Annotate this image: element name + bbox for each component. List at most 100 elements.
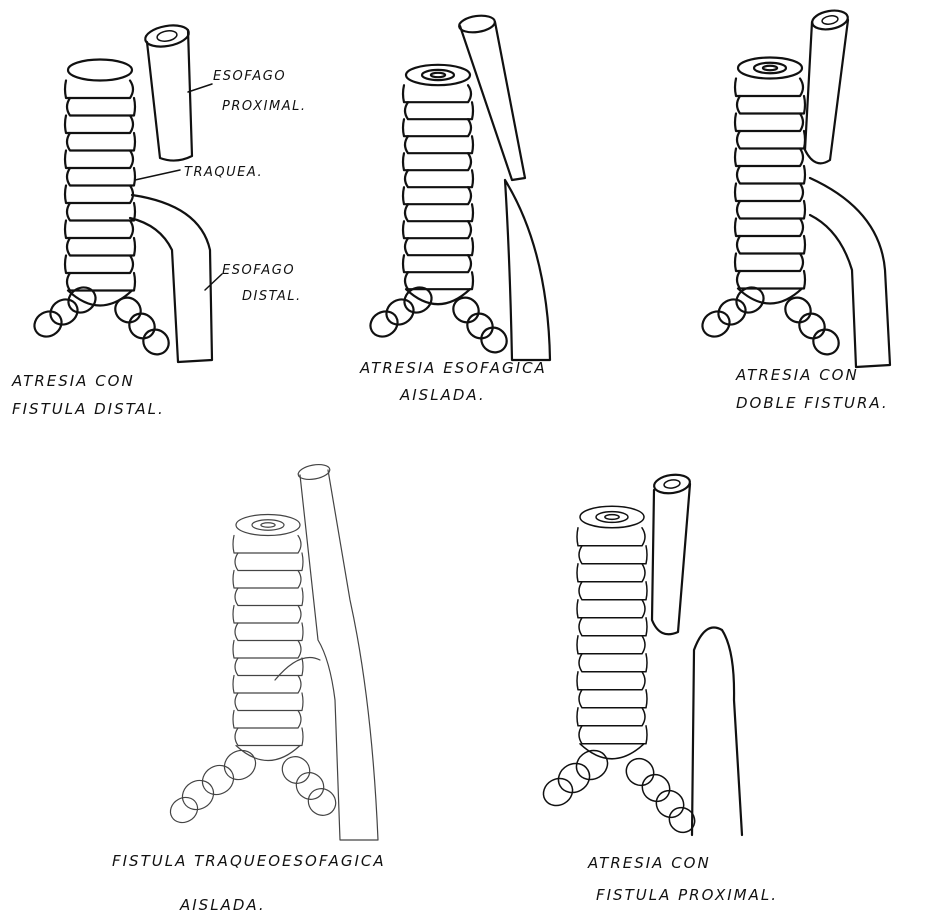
tracheal-ring xyxy=(405,238,473,255)
tracheal-ring xyxy=(65,221,133,239)
tracheal-ring xyxy=(233,711,301,729)
trachea xyxy=(30,60,174,360)
tracheal-ring xyxy=(735,114,803,132)
tracheal-ring xyxy=(577,636,645,654)
tracheal-ring xyxy=(405,204,473,221)
tracheal-ring xyxy=(577,672,645,690)
right-bronchus-ring xyxy=(780,293,815,328)
tracheal-ring xyxy=(405,170,473,187)
caption-p5-line2: FISTULA PROXIMAL. xyxy=(596,886,778,904)
left-bronchus-ring xyxy=(197,760,239,800)
label-esofago-proximal-2: PROXIMAL. xyxy=(222,99,306,114)
tracheal-ring xyxy=(579,690,647,708)
right-bronchus-ring xyxy=(808,325,843,360)
caption-p3-line2: DOBLE FISTURA. xyxy=(736,394,889,412)
tracheal-ring xyxy=(233,536,301,554)
tracheal-ring xyxy=(735,219,803,237)
tracheal-ring xyxy=(235,553,303,571)
tracheal-ring xyxy=(579,654,647,672)
right-bronchus-ring xyxy=(124,309,159,344)
distal-esophagus xyxy=(692,628,742,836)
tracheal-ring xyxy=(65,186,133,204)
label-esofago-distal-2: DISTAL. xyxy=(242,289,302,304)
right-bronchus-ring xyxy=(448,293,483,328)
tracheal-ring xyxy=(577,600,645,618)
leader-line-trachea xyxy=(135,170,180,180)
right-bronchus-ring xyxy=(303,783,341,820)
tracheal-ring xyxy=(735,79,803,97)
tracheal-ring xyxy=(735,149,803,167)
tracheal-ring xyxy=(65,256,133,274)
tracheal-ring xyxy=(233,676,301,694)
tracheal-ring xyxy=(577,708,645,726)
tracheal-ring xyxy=(405,272,473,289)
tracheal-ring xyxy=(233,606,301,624)
tracheal-ring xyxy=(403,255,471,272)
left-bronchus-ring xyxy=(366,307,402,342)
label-esofago-distal-1: ESOFAGO xyxy=(222,263,295,278)
left-bronchus-ring xyxy=(219,745,261,785)
caption-p3-line1: ATRESIA CON xyxy=(735,366,859,384)
right-bronchus-ring xyxy=(138,325,173,360)
panel-fistula-proximal: ATRESIA CON FISTULA PROXIMAL. xyxy=(539,473,779,904)
tracheal-ring xyxy=(579,618,647,636)
caption-p1-line2: FISTULA DISTAL. xyxy=(12,400,165,418)
label-esofago-proximal-1: ESOFAGO xyxy=(213,69,286,84)
trachea xyxy=(539,506,700,837)
tracheal-ring xyxy=(403,119,471,136)
panel-atresia-fistula-distal: ESOFAGO PROXIMAL. TRAQUEA. ESOFAGO DISTA… xyxy=(11,22,306,418)
tracheal-ring xyxy=(233,641,301,659)
right-bronchus-ring xyxy=(621,753,659,790)
left-bronchus-ring xyxy=(698,307,734,342)
tracheal-ring xyxy=(735,184,803,202)
lower-esophagus xyxy=(505,180,550,360)
right-bronchus-ring xyxy=(291,767,329,804)
tracheal-ring xyxy=(403,221,471,238)
tracheal-ring xyxy=(737,201,805,219)
proximal-esophagus xyxy=(144,22,192,160)
proximal-esophagus xyxy=(805,8,849,163)
tracheal-ring xyxy=(579,726,647,744)
panel-fistula-aislada: FISTULA TRAQUEOESOFAGICA AISLADA. xyxy=(112,462,386,914)
right-bronchus-ring xyxy=(110,293,145,328)
trachea xyxy=(366,65,512,357)
leader-line-proximal xyxy=(188,84,212,92)
tracheal-ring xyxy=(65,151,133,169)
tracheal-ring xyxy=(67,133,135,151)
caption-p2-line2: AISLADA. xyxy=(399,386,486,404)
tracheal-ring xyxy=(235,658,303,676)
trachea xyxy=(698,58,844,360)
tracheal-ring xyxy=(235,728,303,746)
tracheal-ring xyxy=(737,131,805,149)
leader-line-distal xyxy=(205,274,222,290)
right-bronchus-ring xyxy=(794,309,829,344)
caption-p5-line1: ATRESIA CON xyxy=(587,854,711,872)
tracheal-ring xyxy=(67,98,135,116)
tracheal-ring xyxy=(405,136,473,153)
right-bronchus-ring xyxy=(664,803,699,838)
caption-p1-line1: ATRESIA CON xyxy=(11,372,135,390)
tracheal-ring xyxy=(737,96,805,114)
trachea xyxy=(166,515,341,828)
caption-p4-line1: FISTULA TRAQUEOESOFAGICA xyxy=(112,852,386,870)
right-bronchus-ring xyxy=(462,309,497,344)
tracheal-ring xyxy=(403,85,471,102)
left-bronchus-ring xyxy=(571,745,613,785)
left-bronchus-ring xyxy=(30,307,66,342)
tracheal-ring xyxy=(577,564,645,582)
label-traquea: TRAQUEA. xyxy=(184,165,263,180)
tracheal-ring xyxy=(65,81,133,99)
tracheal-ring xyxy=(405,102,473,119)
panel-atresia-doble-fistula: ATRESIA CON DOBLE FISTURA. xyxy=(698,8,890,412)
tracheal-ring xyxy=(579,546,647,564)
distal-esophagus xyxy=(130,195,212,362)
tracheal-ring xyxy=(65,116,133,134)
caption-p2-line1: ATRESIA ESOFAGICA xyxy=(359,359,547,377)
tracheal-ring xyxy=(579,582,647,600)
esophagus xyxy=(275,462,378,840)
tracheal-ring xyxy=(67,203,135,221)
right-bronchus-ring xyxy=(476,323,511,358)
tracheal-ring xyxy=(403,153,471,170)
